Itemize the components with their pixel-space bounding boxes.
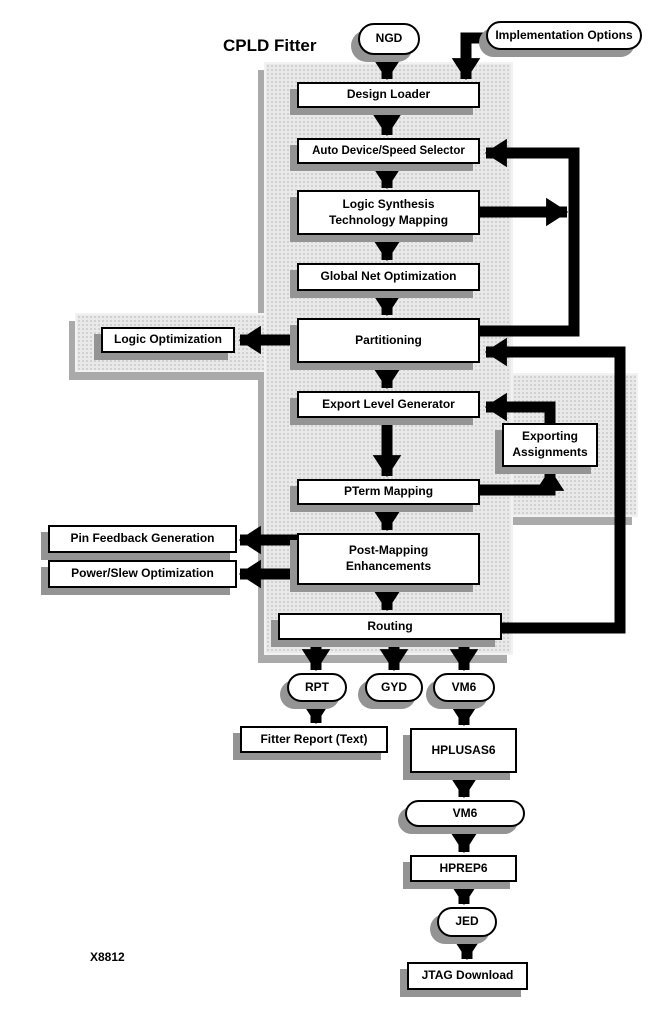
vm6-file-oval-top: VM6 xyxy=(433,673,495,702)
arrow-routing-feedback-to-partitioning xyxy=(484,337,626,634)
gyd-file-label: GYD xyxy=(380,679,407,694)
logic-optimization-label: Logic Optimization xyxy=(114,332,222,347)
post-mapping-enhancements-label: Post-Mapping Enhancements xyxy=(345,543,432,573)
pin-feedback-generation-label: Pin Feedback Generation xyxy=(70,531,215,546)
rpt-file-label: RPT xyxy=(305,679,329,694)
gyd-file-oval: GYD xyxy=(365,673,423,702)
hprep6-box: HPREP6 xyxy=(410,855,517,882)
diagram-title: CPLD Fitter xyxy=(223,36,317,55)
partitioning-label: Partitioning xyxy=(355,332,422,347)
pin-feedback-generation-box: Pin Feedback Generation xyxy=(48,525,237,553)
vm6-file-label-top: VM6 xyxy=(451,679,477,694)
arrow-pterm-to-exporting-assignments xyxy=(480,468,565,496)
design-loader-box: Design Loader xyxy=(297,82,480,108)
auto-device-speed-selector-label: Auto Device/Speed Selector xyxy=(312,144,465,157)
fitter-report-label: Fitter Report (Text) xyxy=(260,731,368,746)
exporting-assignments-label: Exporting Assignments xyxy=(512,429,588,459)
power-slew-optimization-box: Power/Slew Optimization xyxy=(48,560,237,588)
figure-number-label: X8812 xyxy=(90,950,125,964)
arrow-implementation-options-to-design-loader xyxy=(451,32,486,81)
arrow-partitioning-feedback-to-auto-selector xyxy=(480,138,580,337)
hplusas6-label: HPLUSAS6 xyxy=(431,742,496,757)
fitter-report-box: Fitter Report (Text) xyxy=(240,726,388,753)
logic-synthesis-label: Logic Synthesis Technology Mapping xyxy=(328,196,449,227)
implementation-options-oval: Implementation Options xyxy=(486,21,642,50)
pterm-mapping-label: PTerm Mapping xyxy=(343,484,434,499)
design-loader-label: Design Loader xyxy=(346,87,431,102)
routing-box: Routing xyxy=(278,613,502,640)
post-mapping-enhancements-box: Post-Mapping Enhancements xyxy=(297,533,480,585)
global-net-optimization-box: Global Net Optimization xyxy=(297,263,480,291)
export-level-generator-box: Export Level Generator xyxy=(297,391,480,418)
jed-file-label: JED xyxy=(455,914,479,929)
jtag-download-box: JTAG Download xyxy=(407,962,528,990)
vm6-file-oval-wide: VM6 xyxy=(405,800,525,827)
power-slew-optimization-label: Power/Slew Optimization xyxy=(71,566,214,581)
global-net-optimization-label: Global Net Optimization xyxy=(320,269,457,284)
jed-file-oval: JED xyxy=(437,907,497,937)
implementation-options-label: Implementation Options xyxy=(495,27,633,42)
ngd-label: NGD xyxy=(375,31,403,46)
hplusas6-box: HPLUSAS6 xyxy=(410,728,517,773)
logic-optimization-box: Logic Optimization xyxy=(101,327,235,353)
arrow-exporting-assignments-to-export-level xyxy=(484,392,556,425)
vm6-file-label-wide: VM6 xyxy=(452,805,478,820)
routing-label: Routing xyxy=(367,618,413,633)
auto-device-speed-selector-box: Auto Device/Speed Selector xyxy=(297,138,480,164)
hprep6-label: HPREP6 xyxy=(439,860,488,875)
rpt-file-oval: RPT xyxy=(287,673,347,702)
ngd-input-oval: NGD xyxy=(358,23,420,55)
pterm-mapping-box: PTerm Mapping xyxy=(297,479,480,505)
jtag-download-label: JTAG Download xyxy=(421,968,514,983)
export-level-generator-label: Export Level Generator xyxy=(322,396,455,411)
logic-synthesis-box: Logic Synthesis Technology Mapping xyxy=(297,190,480,235)
exporting-assignments-box: Exporting Assignments xyxy=(502,423,598,467)
partitioning-box: Partitioning xyxy=(297,318,480,363)
